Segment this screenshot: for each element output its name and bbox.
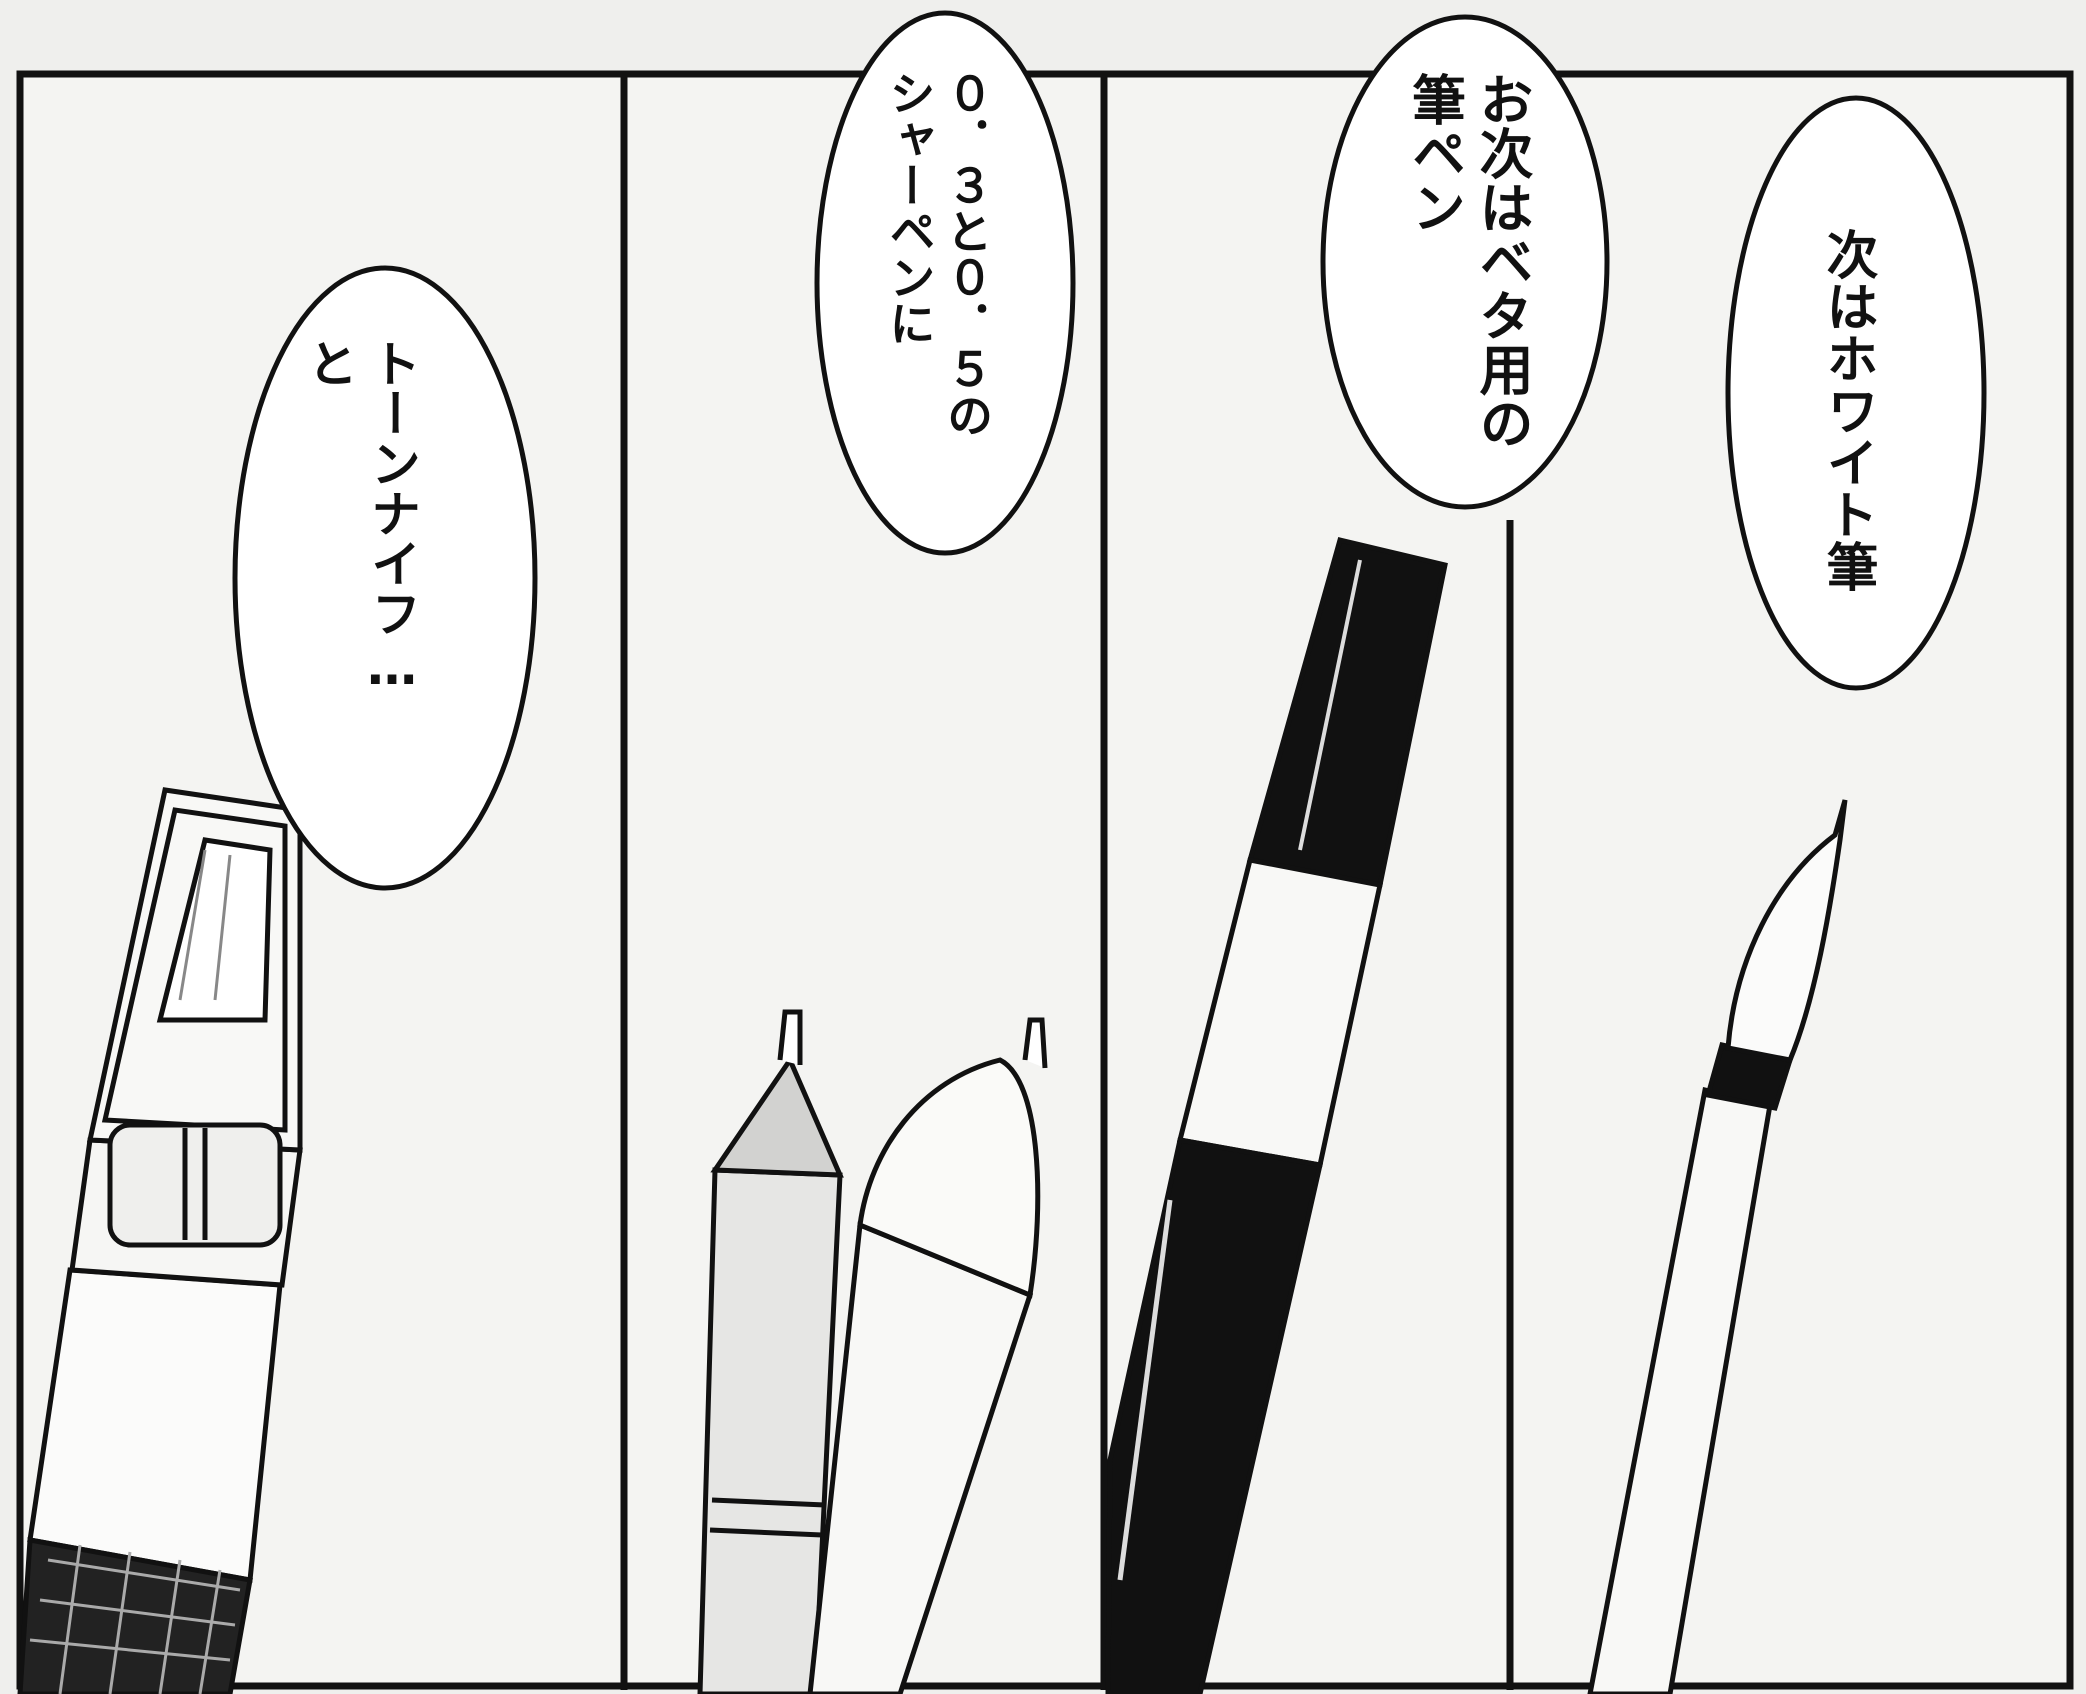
- speech-bubble-4: [1725, 95, 1987, 691]
- brush-pen-illustration: [1105, 537, 1448, 1694]
- tone-knife-illustration: [17, 787, 303, 1694]
- speech-bubble-2: [814, 10, 1076, 556]
- speech-bubble-1: [232, 265, 538, 891]
- speech-text-brush-pen: お次はベタ用の 筆ペン: [1402, 72, 1534, 450]
- speech-text-white-brush: 次はホワイト筆: [1817, 228, 1877, 592]
- speech-bubble-3: [1320, 14, 1610, 510]
- mechanical-pencils-illustration: [697, 1009, 1048, 1694]
- speech-text-tone-knife: トーンナイフ… と: [300, 338, 422, 696]
- white-brush-illustration: [1587, 799, 1848, 1694]
- speech-text-mechanical-pencils: ０．３と０．５の シャーペンに: [882, 70, 995, 438]
